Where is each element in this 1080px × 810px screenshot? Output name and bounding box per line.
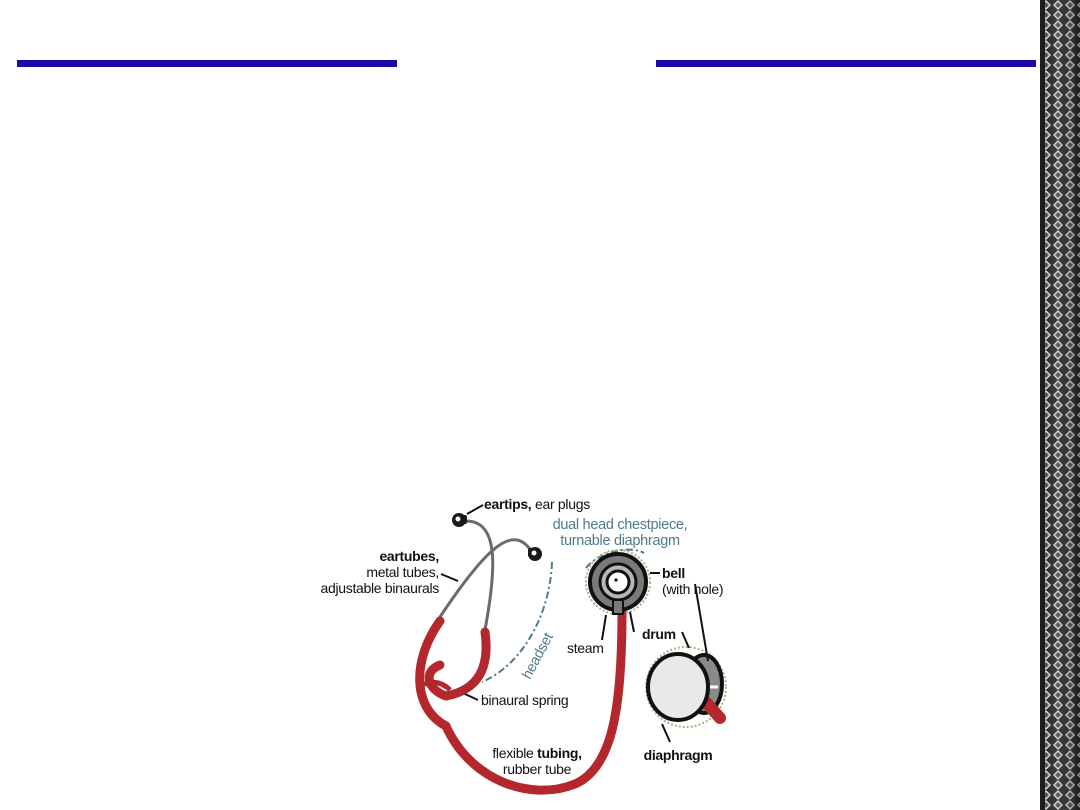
label-eartips: eartips, ear plugs	[484, 496, 590, 512]
label-adjustable-binaurals: adjustable binaurals	[320, 580, 439, 596]
label-bell: bell	[662, 565, 685, 581]
label-steam: steam	[567, 640, 604, 656]
label-diaphragm: diaphragm	[644, 747, 713, 763]
label-bell-hole: (with hole)	[662, 581, 723, 597]
eartip-right	[528, 547, 542, 561]
bell-chestpiece	[585, 549, 651, 615]
label-metal-tubes: metal tubes,	[366, 564, 439, 580]
label-rubber-tube: rubber tube	[503, 761, 572, 777]
leader-lines	[440, 504, 709, 743]
headset-bracket	[481, 561, 553, 683]
title-rule-right	[656, 60, 1036, 67]
label-drum: drum	[642, 626, 676, 642]
stethoscope-diagram: eartips, ear plugs dual head chestpiece,…	[320, 496, 727, 795]
eartip-left	[452, 513, 467, 527]
chestpiece-bracket	[585, 548, 645, 569]
diaphragm-chestpiece	[645, 646, 727, 728]
label-headset: headset	[519, 630, 556, 681]
label-chestpiece-line1: dual head chestpiece,	[553, 517, 688, 533]
label-flexible-tubing: flexible tubing,	[492, 745, 581, 761]
right-eartube	[436, 538, 534, 621]
decorative-border	[1040, 0, 1080, 810]
label-chestpiece-line2: turnable diaphragm	[560, 533, 680, 549]
binaural-spring	[418, 680, 452, 692]
label-binaural-spring: binaural spring	[481, 692, 568, 708]
title-rule-left	[17, 60, 397, 67]
label-eartubes: eartubes,	[379, 548, 439, 564]
